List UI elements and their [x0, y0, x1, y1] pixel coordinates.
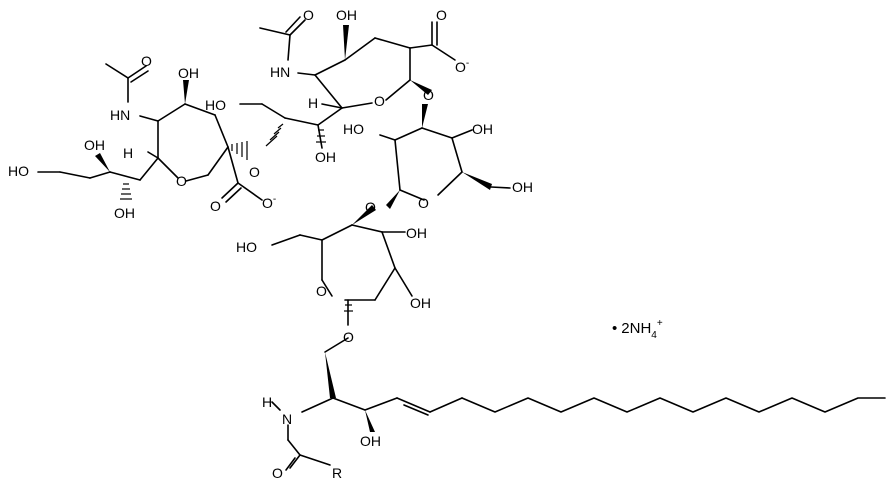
label-o-top-carboxyl: O: [436, 7, 447, 23]
label-oh-glc-2: OH: [410, 295, 431, 311]
side-chain-hash: [120, 183, 132, 200]
label-o-glc-ring: O: [316, 283, 327, 299]
label-o-ceramide-link: O: [343, 329, 354, 345]
label-ho-gal-2: HO: [343, 121, 364, 137]
label-o-top-ring: O: [374, 93, 385, 109]
label-oh-gal-4: OH: [472, 121, 493, 137]
label-oh-left-8: OH: [84, 137, 105, 153]
glucose-ring: [271, 205, 413, 326]
label-ho-left-9: HO: [8, 163, 29, 179]
label-oh-left-4: OH: [178, 65, 199, 81]
label-h-amide: H: [262, 394, 272, 410]
label-o-left-glycosidic: O: [249, 164, 260, 180]
label-ho-glc-6: HO: [236, 239, 257, 255]
label-r-group: R: [332, 465, 342, 481]
label-o-gal-ring: O: [418, 195, 429, 211]
label-oh-left-7: OH: [114, 205, 135, 221]
label-o-amide: O: [272, 465, 283, 481]
label-oh-ceramide: OH: [360, 433, 381, 449]
top-sialic-acid: [239, 16, 456, 149]
top-oh-hash: [316, 129, 326, 143]
glucose-anomeric-hash: [344, 299, 353, 326]
label-h-left: H: [123, 145, 133, 161]
galactose-ring: [379, 104, 511, 209]
label-o-top-glycosidic: O: [423, 87, 434, 103]
label-oh-top-7: OH: [315, 149, 336, 165]
label-oh-top-4: OH: [336, 7, 357, 23]
label-o-left-acetyl: O: [141, 53, 152, 69]
label-oh-glc-3: OH: [406, 225, 427, 241]
label-ho-top-9: HO: [205, 97, 226, 113]
label-hn-left: HN: [110, 107, 130, 123]
label-o-minus-left: O-: [262, 194, 276, 211]
atom-labels: O HN OH H O OH HO OH O O- O HO O HN OH H…: [8, 7, 533, 481]
label-o-left-carboxyl: O: [210, 198, 221, 214]
ceramide: [271, 337, 886, 471]
top-side-chain-hash: [265, 123, 284, 147]
left-anomeric-hash: [231, 141, 248, 160]
label-o-top-acetyl: O: [303, 7, 314, 23]
label-o-left-ring: O: [176, 173, 187, 189]
label-h-top: H: [308, 95, 318, 111]
label-o-minus-top: O-: [455, 58, 469, 75]
left-sialic-acid: [37, 63, 263, 203]
counterion-label: •2NH4+: [612, 318, 663, 341]
label-o-glc-4: O: [365, 199, 376, 215]
label-n-amide: N: [282, 411, 292, 427]
label-hn-top: HN: [270, 64, 290, 80]
label-oh-gal-6: OH: [512, 179, 533, 195]
